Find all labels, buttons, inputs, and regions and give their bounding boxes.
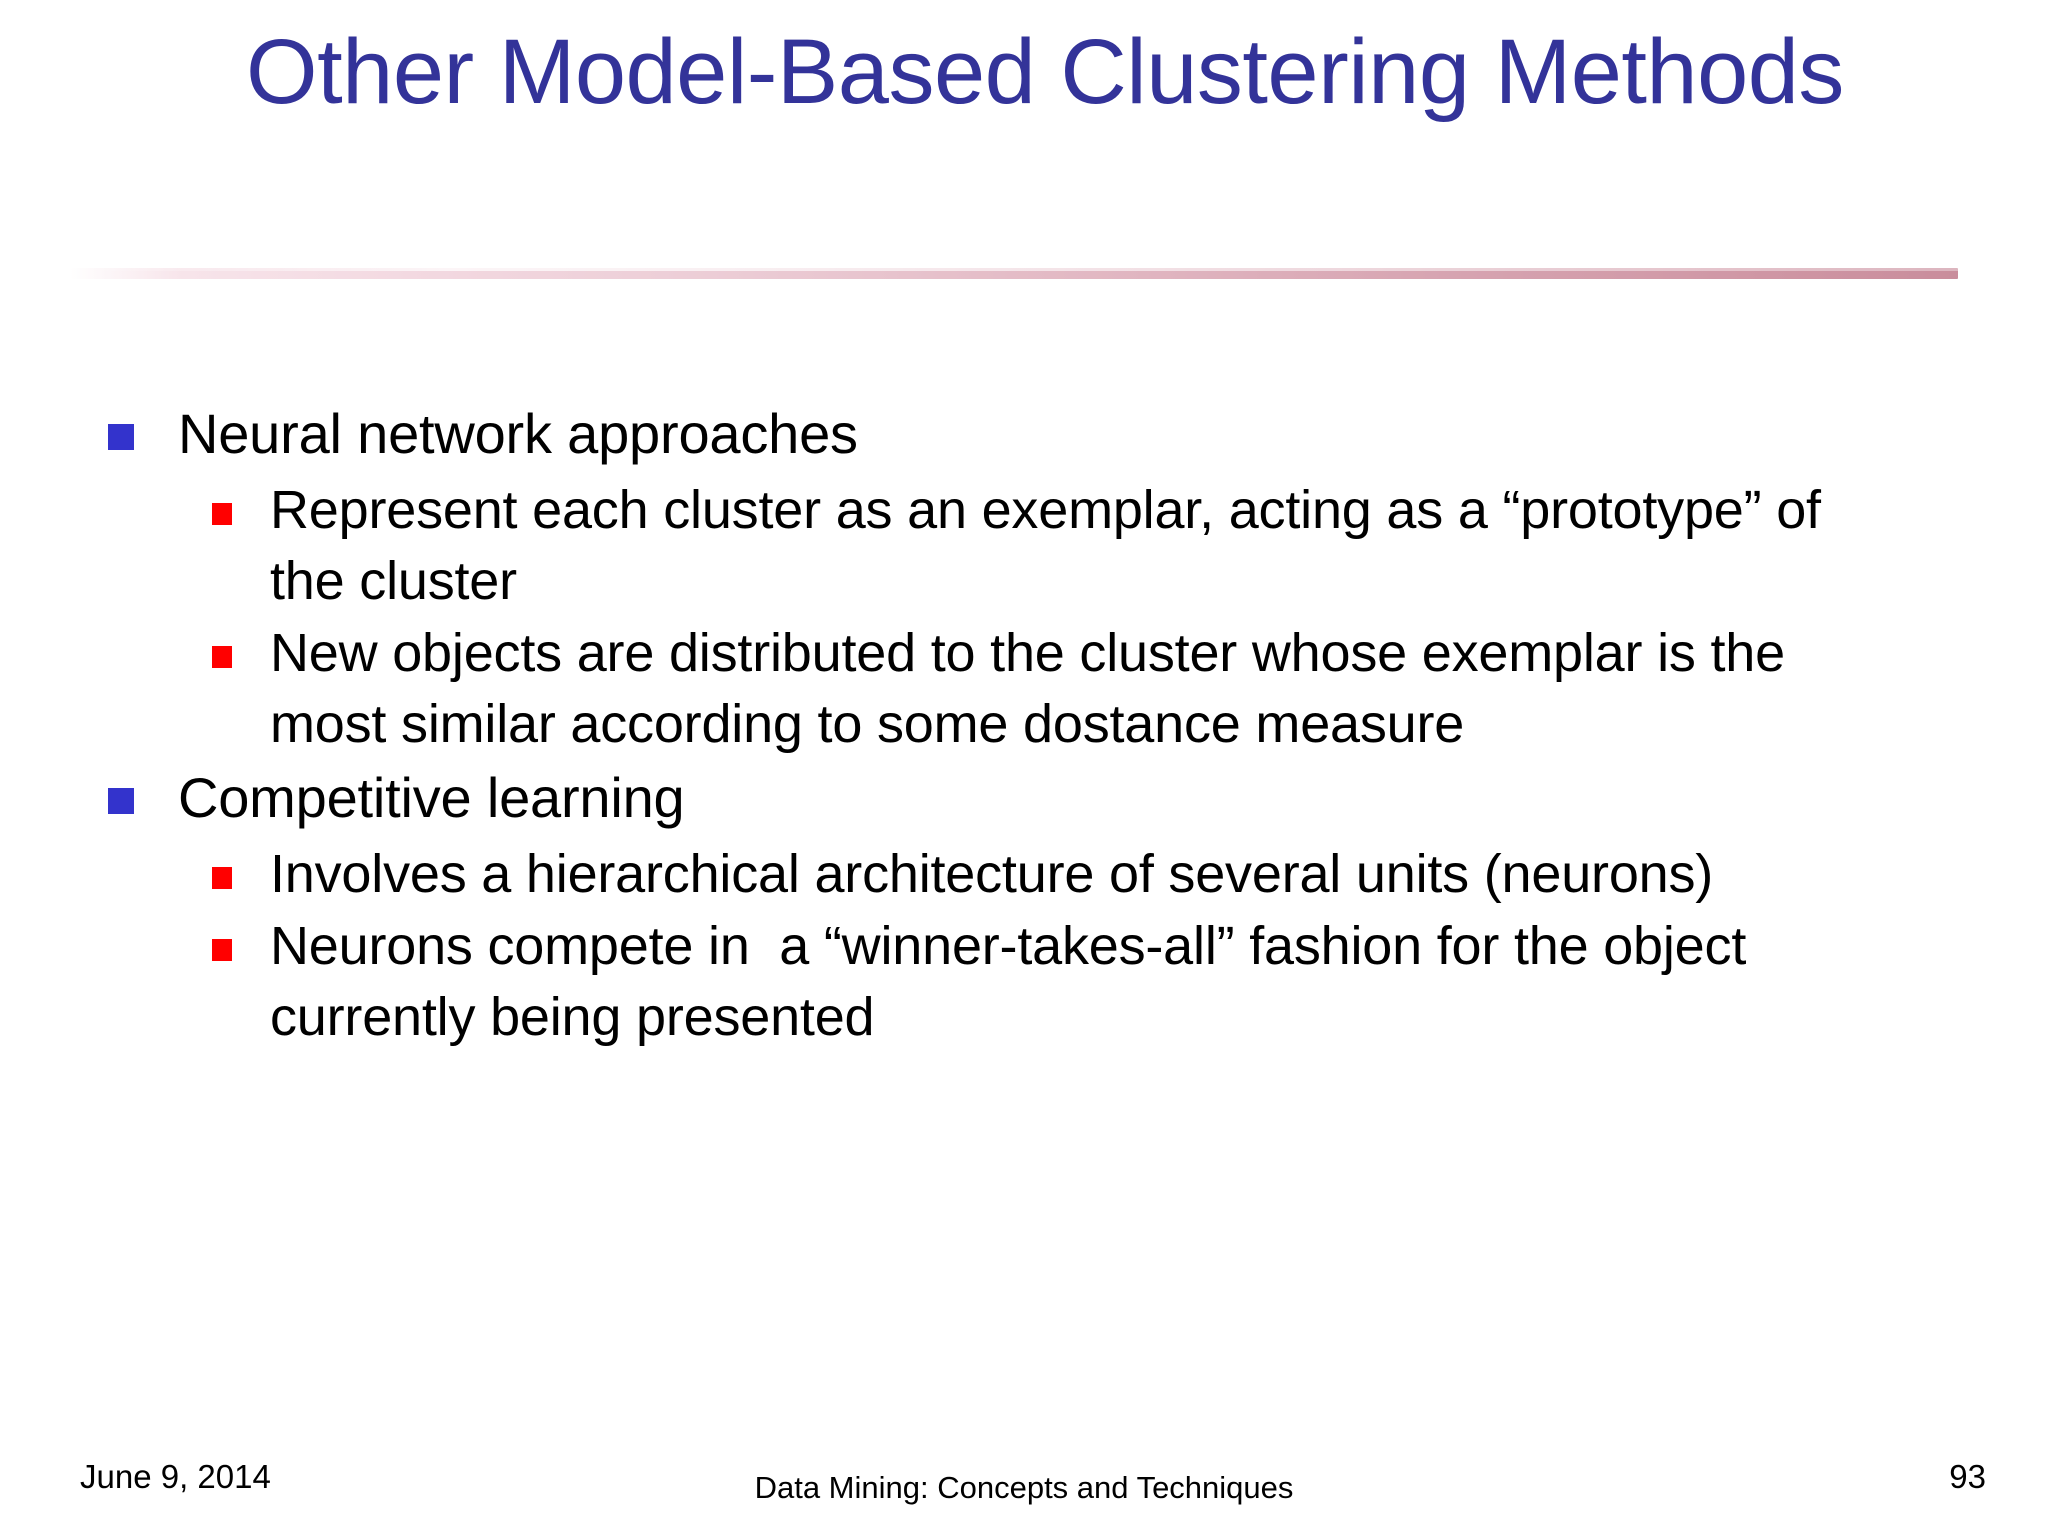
square-bullet-red-icon bbox=[212, 939, 232, 962]
list-item-text: Neurons compete in a “winner-takes-all” … bbox=[270, 916, 1761, 1047]
footer-date: June 9, 2014 bbox=[80, 1458, 271, 1495]
list-item: Neurons compete in a “winner-takes-all” … bbox=[0, 911, 2048, 1052]
footer-title: Data Mining: Concepts and Techniques bbox=[754, 1470, 1294, 1505]
list-item: Neural network approaches bbox=[0, 398, 2048, 471]
square-bullet-red-icon bbox=[212, 866, 232, 889]
slide-body: Neural network approaches Represent each… bbox=[0, 398, 2048, 1055]
list-item-text: New objects are distributed to the clust… bbox=[270, 623, 1800, 754]
footer-page-number: 93 bbox=[1949, 1458, 1986, 1495]
title-block: Other Model-Based Clustering Methods bbox=[130, 18, 1960, 127]
square-bullet-red-icon bbox=[212, 646, 232, 669]
list-item: Represent each cluster as an exemplar, a… bbox=[0, 475, 2048, 616]
square-bullet-blue-icon bbox=[108, 424, 134, 450]
list-item: Involves a hierarchical architecture of … bbox=[0, 839, 2048, 910]
square-bullet-blue-icon bbox=[108, 787, 134, 814]
list-item-text: Involves a hierarchical architecture of … bbox=[270, 843, 1714, 904]
list-item-text: Represent each cluster as an exemplar, a… bbox=[270, 479, 1836, 611]
square-bullet-red-icon bbox=[212, 502, 232, 525]
list-item: Competitive learning bbox=[0, 762, 2048, 835]
list-item: New objects are distributed to the clust… bbox=[0, 618, 2048, 759]
list-item-text: Competitive learning bbox=[178, 765, 685, 829]
title-divider-line bbox=[70, 268, 1958, 279]
page-title: Other Model-Based Clustering Methods bbox=[246, 21, 1844, 123]
list-item-text: Neural network approaches bbox=[178, 402, 858, 465]
